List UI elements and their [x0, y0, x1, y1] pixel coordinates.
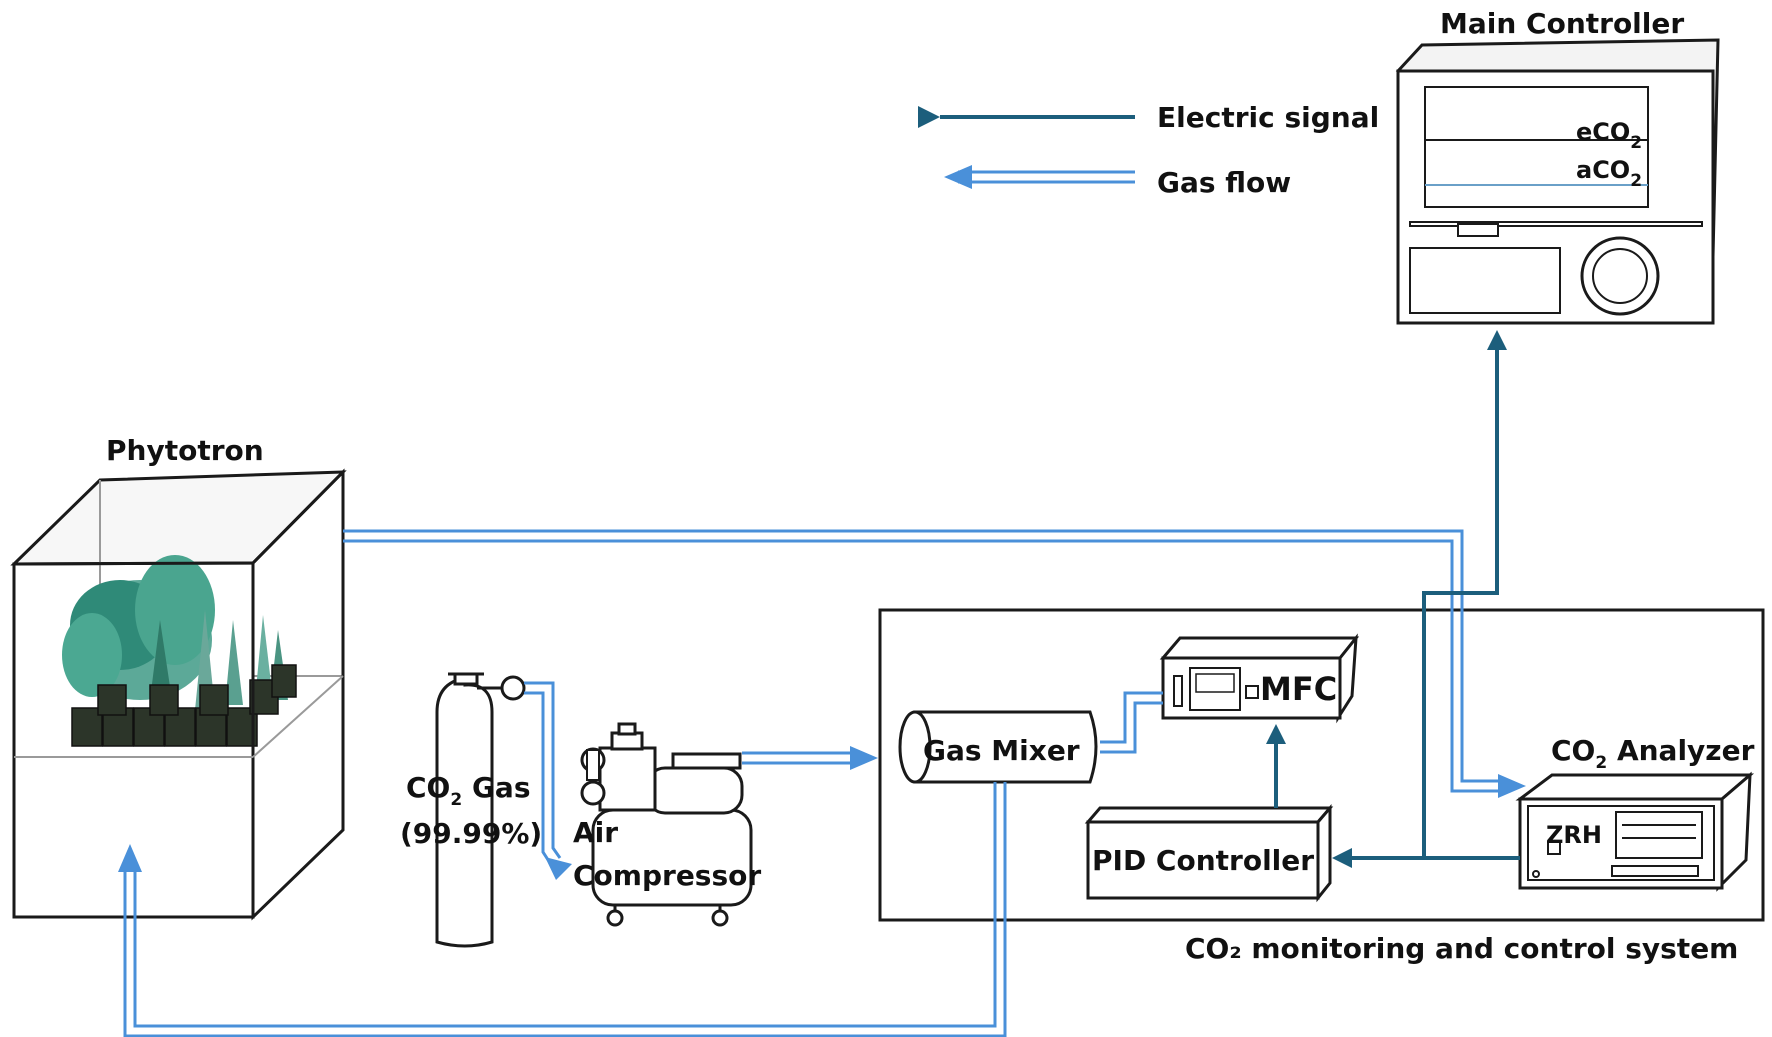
readout-aco2: aCO2 — [1576, 156, 1642, 191]
legend-electric-arrowhead — [918, 106, 940, 128]
pipe-mixer-to-phytotron — [118, 782, 1007, 1037]
gas-analyzer-icon — [1515, 771, 1755, 892]
legend-gas-arrow — [944, 165, 1135, 189]
co2-gas-purity: (99.99%) — [400, 817, 542, 850]
controller-cabinet-icon — [1395, 38, 1720, 325]
pid-controller: PID Controller — [1084, 803, 1334, 903]
co2-cylinder: CO2 Gas (99.99%) — [400, 672, 542, 948]
co2-gas-label: CO2 Gas — [406, 771, 531, 810]
signal-to-main-controller — [1422, 330, 1507, 858]
signal-analyzer-to-pid — [1332, 848, 1520, 868]
gas-mixer: Gas Mixer — [898, 710, 1098, 784]
pid-controller-box — [1084, 803, 1334, 903]
readout-eco2: eCO2 — [1576, 118, 1642, 153]
pots — [71, 664, 297, 747]
plants — [62, 555, 288, 710]
legend-gas-label: Gas flow — [1157, 166, 1291, 199]
phytotron: Phytotron — [10, 434, 347, 921]
signal-pid-to-mfc — [1266, 724, 1286, 808]
main-controller-title: Main Controller — [1440, 7, 1684, 40]
growth-chamber-icon — [10, 468, 347, 921]
system-caption: CO₂ monitoring and control system — [1185, 932, 1738, 965]
air-compressor-icon — [580, 722, 753, 927]
gas-mixer-cylinder-icon — [898, 710, 1098, 784]
mass-flow-controller-icon — [1159, 633, 1360, 724]
co2-analyzer: CO2 Analyzer ZRH — [1515, 734, 1755, 892]
air-compressor: Air Compressor — [573, 722, 761, 927]
pipe-phytotron-to-analyzer — [343, 529, 1526, 798]
air-compressor-label-line1: Air — [573, 816, 618, 849]
gas-flow-pipes — [118, 529, 1526, 1037]
phytotron-title: Phytotron — [106, 434, 264, 467]
gas-cylinder-icon — [435, 672, 526, 948]
co2-analyzer-title: CO2 Analyzer — [1551, 734, 1755, 773]
analyzer-panel-label: ZRH — [1546, 821, 1602, 849]
legend-electric-label: Electric signal — [1157, 101, 1379, 134]
mfc: MFC — [1159, 633, 1360, 724]
pipe-cylinder-to-compressor — [524, 681, 572, 880]
electric-signal-lines — [1266, 330, 1520, 868]
pipe-mixer-to-mfc — [1100, 691, 1163, 754]
pid-controller-label: PID Controller — [1092, 844, 1314, 877]
legend: Electric signal Gas flow — [918, 101, 1379, 199]
mfc-label: MFC — [1260, 670, 1337, 708]
control-system-box: CO₂ monitoring and control system — [878, 608, 1765, 965]
main-controller: Main Controller eCO2 aCO2 — [1395, 7, 1720, 325]
air-compressor-label-line2: Compressor — [573, 859, 761, 892]
gas-mixer-label: Gas Mixer — [923, 734, 1080, 767]
pipe-compressor-to-mixer — [742, 746, 878, 770]
